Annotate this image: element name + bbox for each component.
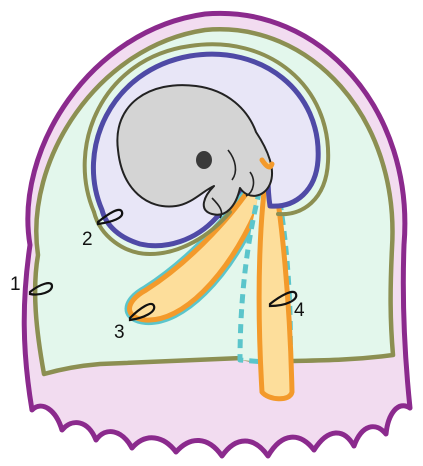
embryo-eye: [196, 151, 212, 169]
label-2: 2: [82, 229, 93, 250]
label-4: 4: [294, 300, 305, 321]
label-1: 1: [10, 274, 21, 295]
label-3: 3: [114, 322, 125, 343]
